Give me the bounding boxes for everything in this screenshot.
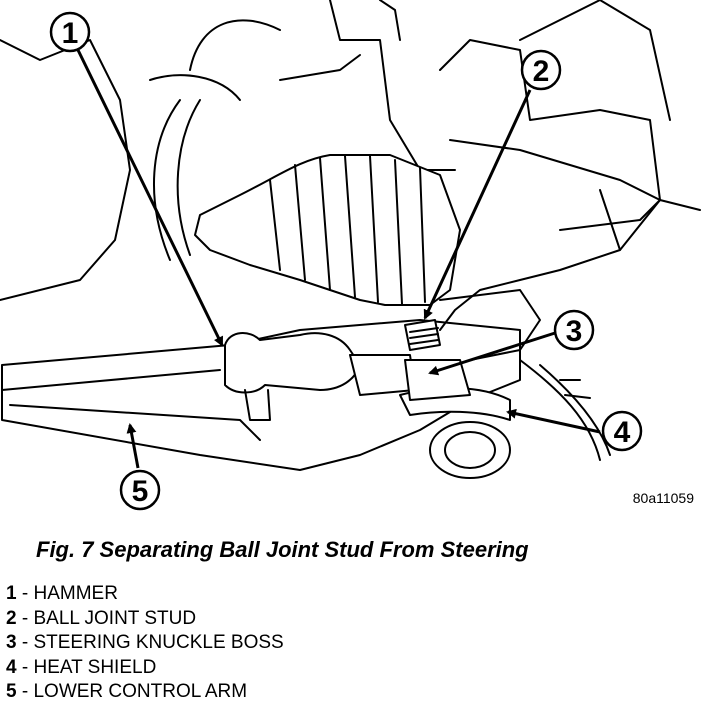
legend-separator: - <box>21 656 29 678</box>
legend-separator: - <box>21 681 29 702</box>
callout-1-circle <box>49 11 91 53</box>
legend-separator: - <box>21 583 29 604</box>
hammer-head <box>224 332 361 394</box>
callout-2-number: 2 <box>533 55 550 88</box>
legend-item-label: BALL JOINT STUD <box>33 607 197 629</box>
callout-5-arrow <box>126 423 140 469</box>
legend-item-label: LOWER CONTROL ARM <box>33 681 248 702</box>
legend-separator: - <box>21 632 29 653</box>
legend-item: 4 - HEAT SHIELD <box>6 656 284 681</box>
callout-1-arrow <box>76 49 224 347</box>
legend-item-label: HAMMER <box>33 583 118 604</box>
ball-joint-separation-illustration: 1 2 3 4 5 80a11059 <box>0 0 701 511</box>
callout-2-circle <box>520 49 562 91</box>
callout-4-circle <box>601 410 643 452</box>
cv-boot <box>194 154 461 306</box>
callout-5-circle <box>119 469 161 511</box>
callout-3-arrow <box>428 331 556 376</box>
callout-3-number: 3 <box>566 315 583 348</box>
callout-4-arrow <box>506 408 601 434</box>
legend-item-number: 4 <box>6 656 17 678</box>
legend-item: 1 - HAMMER <box>6 582 284 607</box>
legend-item-number: 5 <box>6 681 17 702</box>
legend-item-label: STEERING KNUCKLE BOSS <box>33 632 284 653</box>
callout-3-circle <box>553 309 595 351</box>
legend-item: 5 - LOWER CONTROL ARM <box>6 680 284 705</box>
figure-id-code: 80a11059 <box>633 490 694 506</box>
legend-item: 2 - BALL JOINT STUD <box>6 607 284 632</box>
callout-2-arrow <box>423 89 532 320</box>
legend-item-number: 1 <box>6 583 17 604</box>
legend-item-number: 3 <box>6 632 17 653</box>
callout-4-number: 4 <box>614 416 631 449</box>
legend-item: 3 - STEERING KNUCKLE BOSS <box>6 631 284 656</box>
callout-legend: 1 - HAMMER 2 - BALL JOINT STUD 3 - STEER… <box>6 582 284 705</box>
legend-separator: - <box>21 607 29 629</box>
callout-5-number: 5 <box>132 475 149 508</box>
callout-1-number: 1 <box>62 17 79 50</box>
figure-caption: Fig. 7 Separating Ball Joint Stud From S… <box>36 537 529 562</box>
legend-item-label: HEAT SHIELD <box>33 656 157 678</box>
legend-item-number: 2 <box>6 607 17 629</box>
